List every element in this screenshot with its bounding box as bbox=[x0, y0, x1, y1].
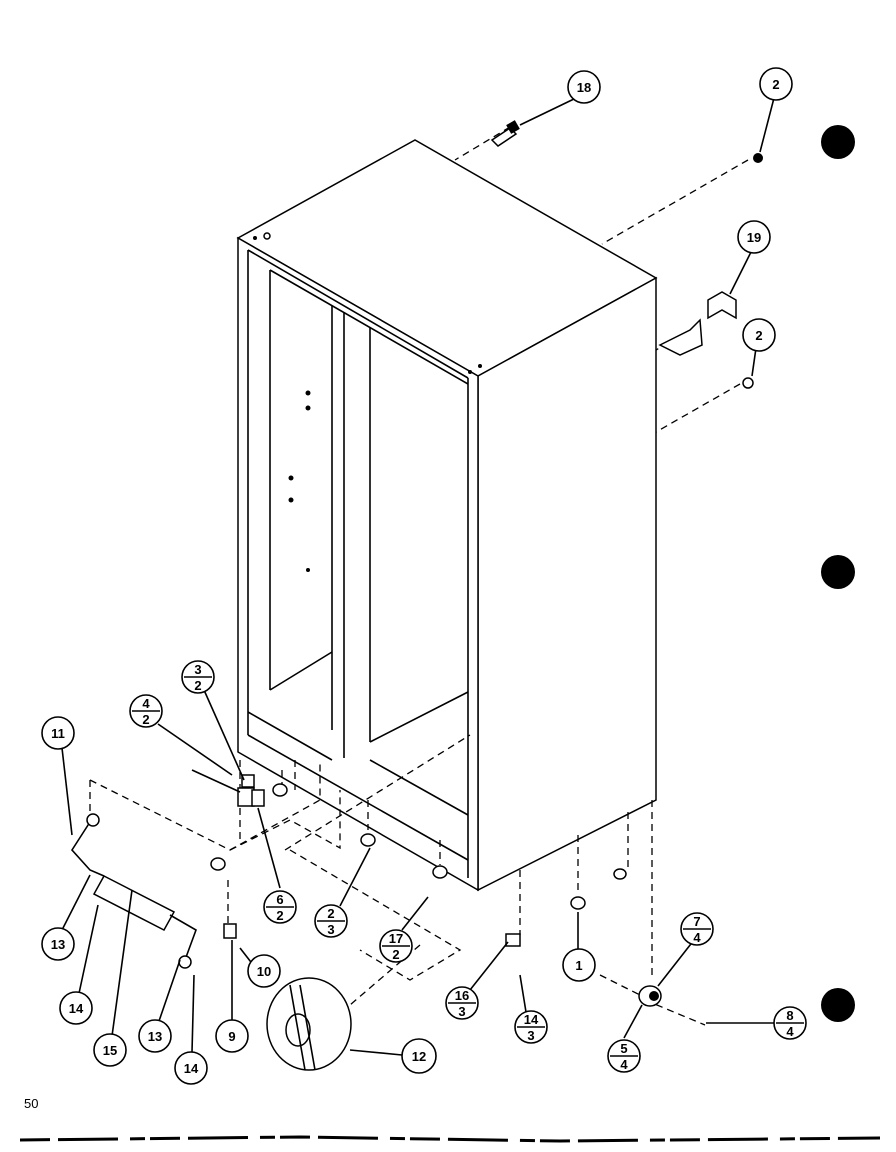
scan-edge-streak bbox=[19, 1135, 881, 1143]
callout-12: 12 bbox=[401, 1038, 437, 1074]
svg-text:3: 3 bbox=[527, 1028, 534, 1043]
part-12-coil-insulation bbox=[266, 977, 352, 1071]
svg-text:12: 12 bbox=[412, 1049, 426, 1064]
callout-13-left: 13 bbox=[41, 927, 75, 961]
svg-text:1: 1 bbox=[575, 958, 582, 973]
svg-text:2: 2 bbox=[772, 77, 779, 92]
svg-text:7: 7 bbox=[693, 914, 700, 929]
svg-text:4: 4 bbox=[786, 1024, 794, 1039]
callout-17-over-2: 17 2 bbox=[379, 929, 413, 963]
svg-text:14: 14 bbox=[184, 1061, 199, 1076]
svg-text:13: 13 bbox=[51, 937, 65, 952]
callout-19: 19 bbox=[737, 220, 771, 254]
svg-text:2: 2 bbox=[327, 906, 334, 921]
callout-2-top: 2 bbox=[759, 67, 793, 101]
svg-text:2: 2 bbox=[276, 908, 283, 923]
svg-text:18: 18 bbox=[577, 80, 591, 95]
svg-text:10: 10 bbox=[257, 964, 271, 979]
svg-text:2: 2 bbox=[392, 947, 399, 962]
svg-text:14: 14 bbox=[69, 1001, 84, 1016]
part-18-plug bbox=[490, 120, 520, 147]
refrigerator-cabinet bbox=[236, 139, 658, 892]
svg-text:3: 3 bbox=[327, 922, 334, 937]
svg-text:4: 4 bbox=[142, 696, 150, 711]
callout-3-over-2: 3 2 bbox=[181, 660, 215, 694]
callout-13-right: 13 bbox=[138, 1019, 172, 1053]
part-2-screw-top bbox=[753, 153, 763, 163]
svg-text:19: 19 bbox=[747, 230, 761, 245]
svg-text:3: 3 bbox=[458, 1004, 465, 1019]
part-15-water-valve-tube bbox=[70, 813, 197, 969]
svg-text:13: 13 bbox=[148, 1029, 162, 1044]
callout-18: 18 bbox=[567, 70, 601, 104]
svg-text:14: 14 bbox=[524, 1012, 539, 1027]
scan-edge-noise bbox=[0, 1138, 896, 1152]
callout-leaders bbox=[61, 97, 782, 1056]
callout-14-right: 14 bbox=[174, 1051, 208, 1085]
svg-text:17: 17 bbox=[389, 931, 403, 946]
part-6-roller bbox=[241, 774, 255, 788]
callout-8-over-4: 8 4 bbox=[773, 1006, 807, 1040]
svg-text:6: 6 bbox=[276, 892, 283, 907]
svg-text:2: 2 bbox=[755, 328, 762, 343]
callout-15: 15 bbox=[93, 1033, 127, 1067]
svg-text:9: 9 bbox=[228, 1029, 235, 1044]
binder-hole-middle bbox=[821, 555, 855, 589]
binder-hole-bottom bbox=[821, 988, 855, 1022]
svg-text:8: 8 bbox=[786, 1008, 793, 1023]
feet bbox=[210, 783, 627, 910]
part-9-clip bbox=[223, 923, 237, 939]
callout-16-over-3: 16 3 bbox=[445, 986, 479, 1020]
callout-7-over-4: 7 4 bbox=[680, 912, 714, 946]
part-3-leveler-bracket bbox=[237, 787, 265, 807]
callout-14-over-3: 14 3 bbox=[514, 1010, 548, 1044]
svg-text:5: 5 bbox=[620, 1041, 627, 1056]
svg-text:4: 4 bbox=[620, 1057, 628, 1072]
callout-14-left: 14 bbox=[59, 991, 93, 1025]
callout-5-over-4: 5 4 bbox=[607, 1039, 641, 1073]
svg-text:3: 3 bbox=[194, 662, 201, 677]
page-number: 50 bbox=[24, 1096, 38, 1111]
binder-hole-top bbox=[821, 125, 855, 159]
callout-9: 9 bbox=[215, 1019, 249, 1053]
callout-2-side: 2 bbox=[742, 318, 776, 352]
svg-text:16: 16 bbox=[455, 988, 469, 1003]
part-4-screw bbox=[191, 769, 241, 793]
part-2-screw-side bbox=[742, 377, 754, 389]
part-5-roller bbox=[638, 985, 662, 1007]
svg-text:4: 4 bbox=[693, 930, 701, 945]
part-16-clip bbox=[505, 933, 521, 947]
part-19-hinge bbox=[658, 291, 737, 356]
svg-text:2: 2 bbox=[142, 712, 149, 727]
svg-text:15: 15 bbox=[103, 1043, 117, 1058]
callout-2-over-3: 2 3 bbox=[314, 904, 348, 938]
callout-4-over-2: 4 2 bbox=[129, 694, 163, 728]
callout-6-over-2: 6 2 bbox=[263, 890, 297, 924]
callout-10: 10 bbox=[247, 954, 281, 988]
callout-1: 1 bbox=[562, 948, 596, 982]
svg-text:2: 2 bbox=[194, 678, 201, 693]
svg-text:11: 11 bbox=[51, 726, 65, 741]
callout-11: 11 bbox=[41, 716, 75, 750]
